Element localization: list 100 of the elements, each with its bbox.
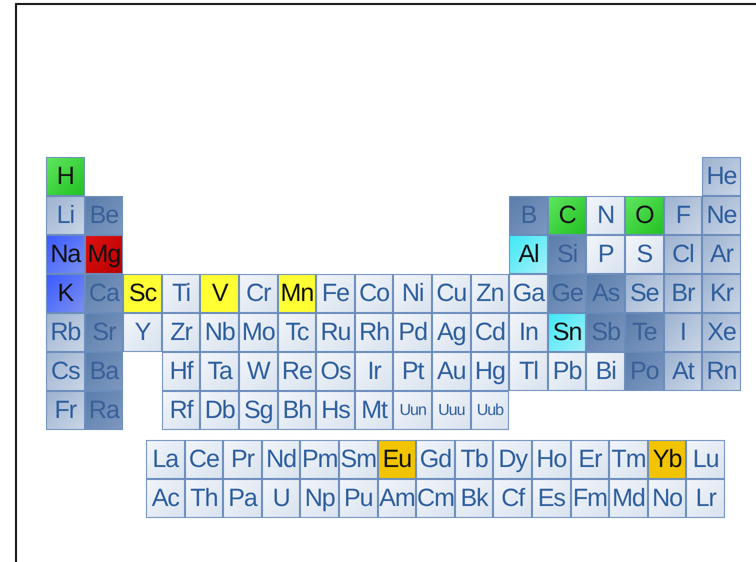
element-symbol: Nd <box>262 440 300 479</box>
element-symbol: Md <box>609 479 648 518</box>
element-symbol: Ir <box>354 352 394 391</box>
element-symbol: Mo <box>239 313 278 352</box>
element-symbol: Lu <box>686 440 725 479</box>
element-symbol: H <box>46 157 85 196</box>
element-symbol: C <box>548 196 586 235</box>
element-symbol: Rn <box>702 352 741 391</box>
element-symbol: Te <box>625 313 664 352</box>
element-symbol: Fe <box>316 274 355 313</box>
element-symbol: Y <box>123 313 162 352</box>
element-symbol: Ta <box>200 352 239 391</box>
element-symbol: Au <box>432 352 471 391</box>
element-symbol: He <box>702 157 741 196</box>
element-symbol: Rf <box>162 391 200 430</box>
element-symbol: Sm <box>339 440 378 479</box>
element-symbol: In <box>509 313 548 352</box>
element-symbol: Rh <box>354 313 394 352</box>
element-symbol: Ce <box>184 440 224 479</box>
element-symbol: Al <box>509 235 548 274</box>
element-symbol: Ar <box>702 235 741 274</box>
element-symbol: Na <box>46 235 85 274</box>
element-symbol: Ag <box>432 313 471 352</box>
element-symbol: Mt <box>354 391 394 430</box>
element-symbol: Xe <box>702 313 741 352</box>
element-symbol: Es <box>532 479 571 518</box>
element-symbol: Mn <box>278 274 316 313</box>
element-symbol: U <box>262 479 300 518</box>
element-symbol: Mg <box>84 235 124 274</box>
element-symbol: Ra <box>84 391 124 430</box>
element-symbol: No <box>648 479 686 518</box>
element-symbol: Ho <box>532 440 571 479</box>
element-symbol: Uuu <box>432 391 471 430</box>
element-symbol: Ni <box>393 274 432 313</box>
element-symbol: Bi <box>586 352 625 391</box>
element-symbol: Cd <box>470 313 510 352</box>
element-symbol: Pa <box>223 479 262 518</box>
element-symbol: Uun <box>393 391 432 430</box>
element-symbol: Tc <box>278 313 316 352</box>
element-symbol: Co <box>354 274 394 313</box>
element-symbol: Be <box>84 196 124 235</box>
element-symbol: Fm <box>570 479 610 518</box>
element-symbol: La <box>146 440 185 479</box>
element-symbol: Cu <box>432 274 471 313</box>
element-symbol: Tm <box>609 440 648 479</box>
element-symbol: Db <box>200 391 239 430</box>
element-symbol: V <box>200 274 239 313</box>
element-symbol: Lr <box>686 479 725 518</box>
element-symbol: Cm <box>416 479 455 518</box>
element-symbol: Zn <box>470 274 510 313</box>
element-symbol: At <box>664 352 702 391</box>
element-symbol: Ac <box>146 479 185 518</box>
element-symbol: Yb <box>648 440 686 479</box>
element-symbol: Np <box>300 479 339 518</box>
element-symbol: Kr <box>702 274 741 313</box>
element-symbol: Li <box>46 196 85 235</box>
element-symbol: Tl <box>509 352 548 391</box>
element-symbol: Os <box>316 352 355 391</box>
element-symbol: Ga <box>509 274 548 313</box>
element-symbol: Th <box>184 479 224 518</box>
element-symbol: Br <box>664 274 702 313</box>
element-symbol: Ba <box>84 352 124 391</box>
element-symbol: Pm <box>300 440 339 479</box>
element-symbol: Tb <box>454 440 494 479</box>
element-symbol: Si <box>548 235 586 274</box>
element-symbol: Er <box>570 440 610 479</box>
element-symbol: Ne <box>702 196 741 235</box>
element-symbol: Uub <box>470 391 510 430</box>
element-symbol: Bk <box>454 479 494 518</box>
element-symbol: Nb <box>200 313 239 352</box>
element-symbol: Cl <box>664 235 702 274</box>
element-symbol: Fr <box>46 391 85 430</box>
element-symbol: Cr <box>239 274 278 313</box>
element-symbol: Sn <box>548 313 586 352</box>
element-symbol: Hs <box>316 391 355 430</box>
element-symbol: Re <box>278 352 316 391</box>
element-symbol: Cs <box>46 352 85 391</box>
element-symbol: Am <box>378 479 416 518</box>
element-symbol: F <box>664 196 702 235</box>
element-symbol: Ca <box>84 274 124 313</box>
element-symbol: I <box>664 313 702 352</box>
element-symbol: Pu <box>339 479 378 518</box>
element-symbol: Dy <box>493 440 532 479</box>
element-symbol: Sc <box>123 274 162 313</box>
element-symbol: Sg <box>239 391 278 430</box>
element-symbol: Pb <box>548 352 586 391</box>
element-symbol: Se <box>625 274 664 313</box>
element-symbol: S <box>625 235 664 274</box>
element-symbol: Sb <box>586 313 625 352</box>
element-symbol: Pt <box>393 352 432 391</box>
element-symbol: N <box>586 196 625 235</box>
element-symbol: O <box>625 196 664 235</box>
element-symbol: Ti <box>162 274 200 313</box>
element-symbol: Sr <box>84 313 124 352</box>
element-symbol: Rb <box>46 313 85 352</box>
element-symbol: Cf <box>493 479 532 518</box>
element-symbol: Pd <box>393 313 432 352</box>
element-symbol: Gd <box>416 440 455 479</box>
element-symbol: Eu <box>378 440 416 479</box>
element-symbol: As <box>586 274 625 313</box>
